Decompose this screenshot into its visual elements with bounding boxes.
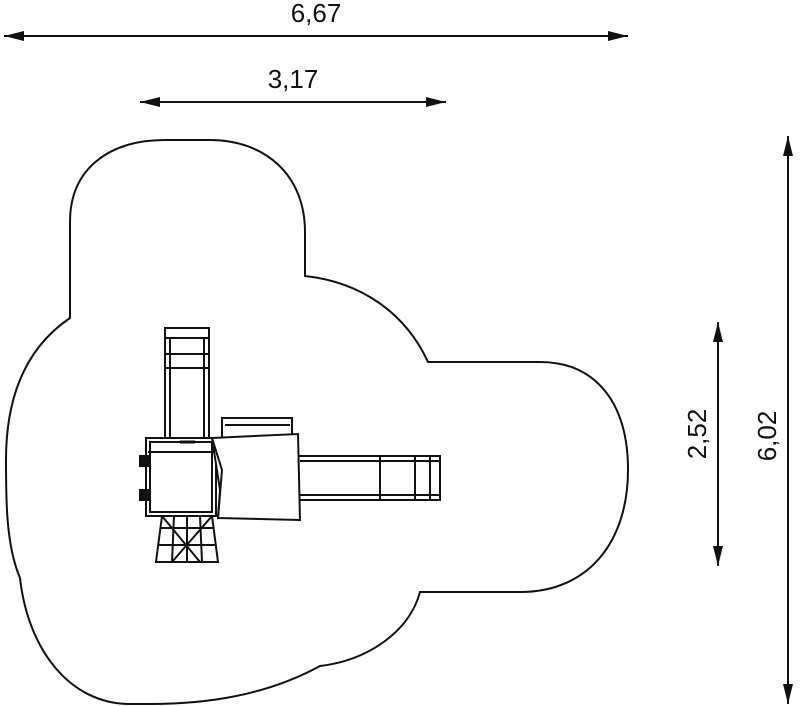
tower-roof (210, 417, 302, 522)
tower-platform (139, 437, 217, 517)
dimension-inner-depth: 2,52 (682, 322, 723, 566)
inner-width-label: 3,17 (268, 64, 319, 94)
right-slide (297, 455, 441, 501)
dimension-overall-width: 6,67 (4, 0, 628, 41)
overall-depth-label: 6,02 (752, 411, 782, 462)
dimension-inner-width: 3,17 (140, 64, 446, 107)
overall-width-label: 6,67 (291, 0, 342, 28)
climbing-net (154, 515, 220, 563)
safety-zone-outline (4, 139, 630, 705)
inner-depth-label: 2,52 (682, 409, 712, 460)
dimension-overall-depth: 6,02 (752, 136, 793, 704)
top-slide (164, 327, 210, 441)
